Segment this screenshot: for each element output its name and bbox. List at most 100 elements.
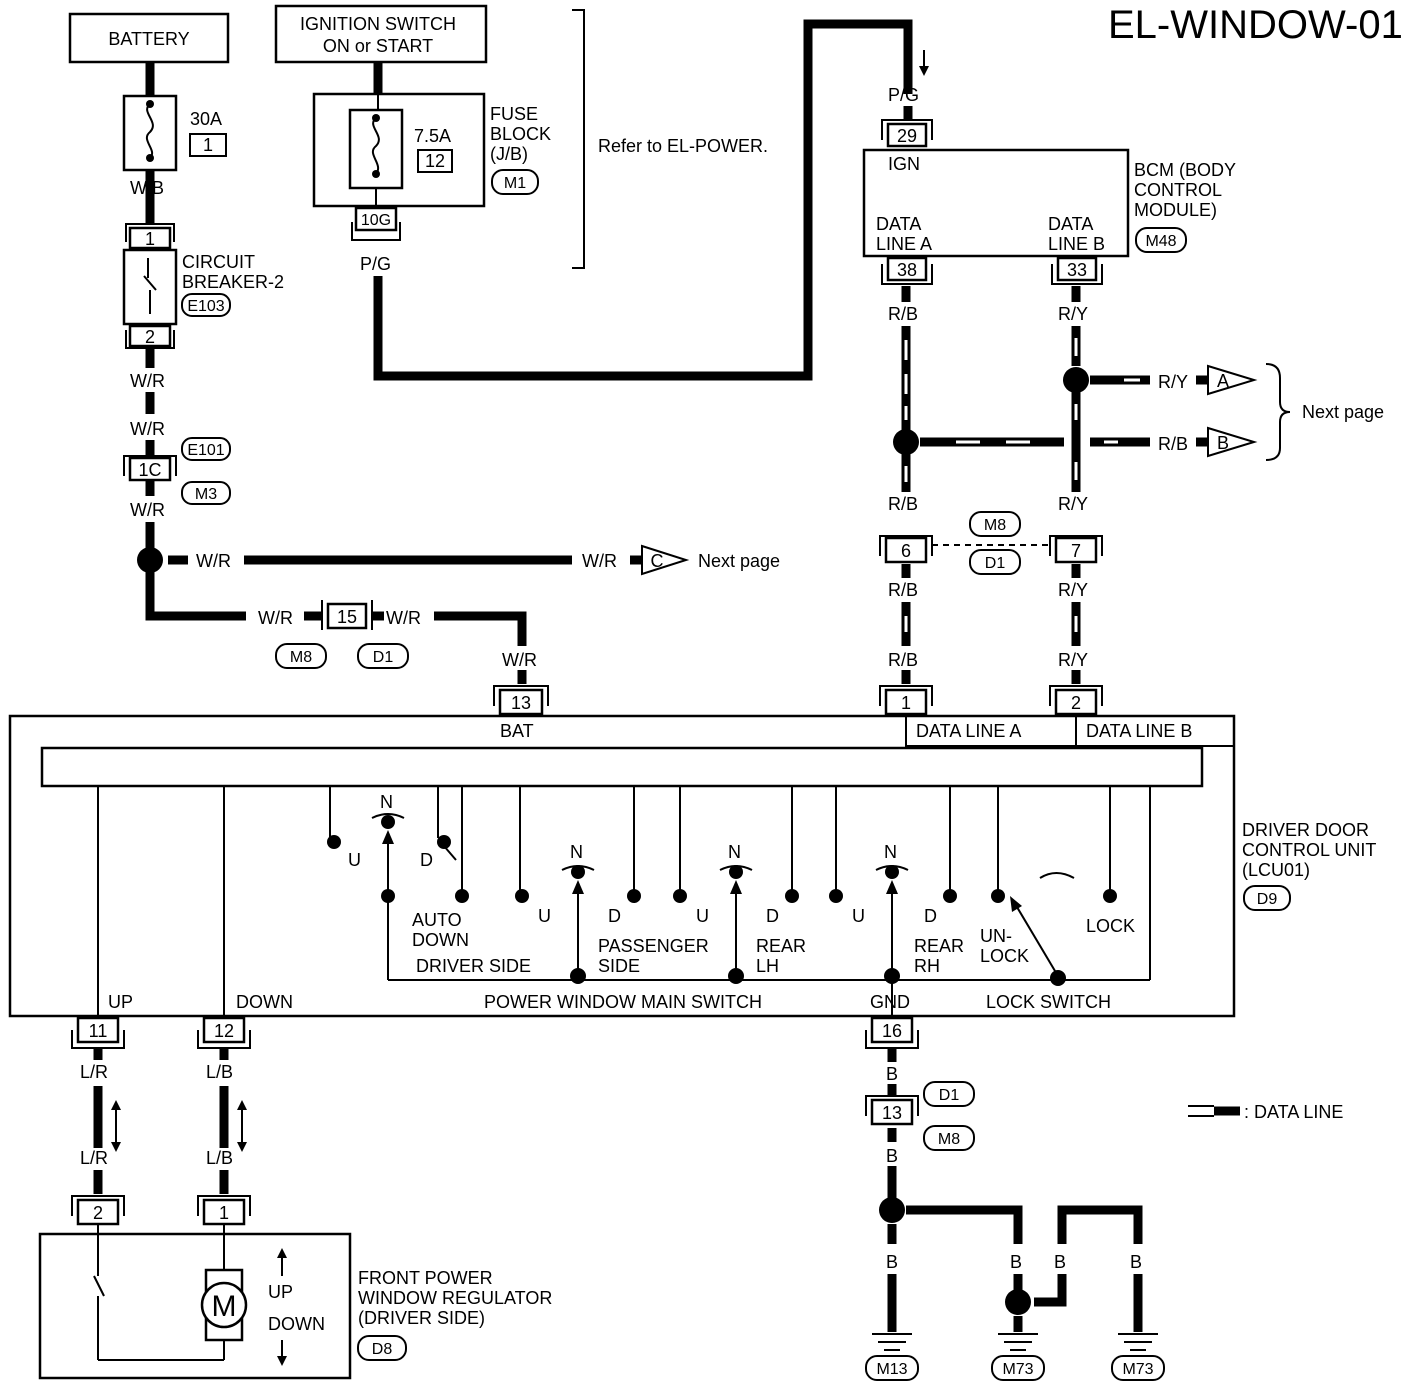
connector-e101: E101 <box>187 442 224 459</box>
svg-text:N: N <box>728 842 741 862</box>
wire-color-wr-8: W/R <box>502 650 537 670</box>
svg-text:38: 38 <box>897 260 917 280</box>
svg-text:DATA: DATA <box>1048 214 1093 234</box>
breaker-label-1: CIRCUIT <box>182 252 255 272</box>
wire-color-lr-1: L/R <box>80 1062 108 1082</box>
ddcu-data-line-a: DATA LINE A <box>916 721 1021 741</box>
svg-text:LH: LH <box>756 956 779 976</box>
wire-color-rb-1: R/B <box>888 304 918 324</box>
breaker-pin-1: 1 <box>145 229 155 249</box>
wire-color-wb: W/B <box>130 178 164 198</box>
svg-text:10G: 10G <box>361 212 391 229</box>
connector-13-bat: 13 <box>493 685 549 716</box>
driver-door-control-unit: BAT DATA LINE A DATA LINE B UP DOWN U N … <box>8 714 1376 1018</box>
svg-text:DOWN: DOWN <box>412 930 469 950</box>
svg-text:BLOCK: BLOCK <box>490 124 551 144</box>
svg-text:D: D <box>608 906 621 926</box>
svg-text:UP: UP <box>268 1282 293 1302</box>
svg-text:MODULE): MODULE) <box>1134 200 1217 220</box>
fuse-block: 7.5A 12 FUSE BLOCK (J/B) M1 <box>312 92 551 208</box>
ddcu-gnd: GND <box>870 992 910 1012</box>
svg-text:M13: M13 <box>876 1361 907 1378</box>
connector-1c-label: 1C <box>138 460 161 480</box>
wire-color-b-4: B <box>1010 1252 1022 1272</box>
fuse-75a-number: 12 <box>425 151 445 171</box>
svg-text:CONTROL: CONTROL <box>1134 180 1222 200</box>
svg-text:7: 7 <box>1071 541 1081 561</box>
svg-text:11: 11 <box>89 1021 108 1041</box>
svg-text:2: 2 <box>93 1203 103 1223</box>
svg-text:LOCK: LOCK <box>980 946 1029 966</box>
svg-text:M73: M73 <box>1002 1361 1033 1378</box>
breaker-label-2: BREAKER-2 <box>182 272 284 292</box>
svg-text:UN-: UN- <box>980 926 1012 946</box>
svg-text:U: U <box>538 906 551 926</box>
ddcu-connector: D9 <box>1257 891 1278 908</box>
circuit-breaker-2: 1 2 CIRCUIT BREAKER-2 E103 <box>122 223 284 349</box>
ddcu-down: DOWN <box>236 992 293 1012</box>
svg-text:B: B <box>1217 433 1229 453</box>
svg-text:D: D <box>766 906 779 926</box>
svg-text:12: 12 <box>214 1021 234 1041</box>
wire-color-wr-3: W/R <box>130 500 165 520</box>
svg-text:U: U <box>852 906 865 926</box>
svg-text:LOCK: LOCK <box>1086 916 1135 936</box>
wire-color-wr-6: W/R <box>258 608 293 628</box>
wire-color-b-3: B <box>886 1252 898 1272</box>
ref-b-arrow: B <box>1207 426 1258 458</box>
wire-color-rb-3: R/B <box>888 580 918 600</box>
svg-text:(J/B): (J/B) <box>490 144 528 164</box>
battery-label: BATTERY <box>108 29 189 49</box>
connector-d1-c: D1 <box>939 1087 960 1104</box>
fuse-30a: 30A 1 <box>122 94 227 172</box>
svg-text:16: 16 <box>882 1021 902 1041</box>
svg-text:PASSENGER: PASSENGER <box>598 936 709 956</box>
ignition-switch: IGNITION SWITCH ON or START <box>274 4 488 64</box>
connector-d1-a: D1 <box>373 649 394 666</box>
connector-10g: 10G <box>351 206 401 241</box>
connector-13-gnd: 13 <box>865 1095 919 1126</box>
ground-m13: M13 <box>865 1333 919 1381</box>
connector-m8-b: M8 <box>984 517 1006 534</box>
motor-symbol: M <box>212 1290 237 1323</box>
wire-color-wr-2: W/R <box>130 419 165 439</box>
ddcu-bat: BAT <box>500 721 534 741</box>
svg-text:N: N <box>570 842 583 862</box>
svg-text:6: 6 <box>901 541 911 561</box>
legend-data-line: : DATA LINE <box>1188 1102 1343 1122</box>
wire-color-wr-7: W/R <box>386 608 421 628</box>
svg-text:A: A <box>1217 371 1229 391</box>
bcm-connector: M48 <box>1145 233 1176 250</box>
connector-1c: 1C E101 M3 <box>123 437 231 505</box>
wire-color-ry-4: R/Y <box>1058 650 1088 670</box>
svg-text:15: 15 <box>337 607 357 627</box>
fuse-block-connector: M1 <box>504 175 526 192</box>
svg-text:FRONT POWER: FRONT POWER <box>358 1268 493 1288</box>
connector-12: 12 <box>197 1016 251 1049</box>
front-power-window-regulator: M UP DOWN <box>38 1224 352 1380</box>
diagram-title: EL-WINDOW-01 <box>1108 3 1403 47</box>
battery-block: BATTERY <box>68 12 230 64</box>
svg-text:(LCU01): (LCU01) <box>1242 860 1310 880</box>
wire-color-wr-5: W/R <box>582 551 617 571</box>
wire-color-lb-2: L/B <box>206 1148 233 1168</box>
connector-1-data-a: 1 <box>879 685 933 716</box>
connector-33: 33 <box>1051 256 1103 285</box>
wire-color-ry-1: R/Y <box>1058 304 1088 324</box>
ref-a-arrow: A <box>1207 364 1258 396</box>
svg-text:BCM (BODY: BCM (BODY <box>1134 160 1236 180</box>
connector-7: 7 <box>1049 535 1103 564</box>
label-lock-switch: LOCK SWITCH <box>986 992 1111 1012</box>
svg-text:LINE A: LINE A <box>876 234 932 254</box>
svg-text:DOWN: DOWN <box>268 1314 325 1334</box>
next-page-c: Next page <box>698 551 780 571</box>
wire-color-pg-1: P/G <box>360 254 391 274</box>
ground-m73-a: M73 <box>991 1333 1045 1381</box>
svg-text:1: 1 <box>901 693 911 713</box>
connector-d1-b: D1 <box>985 555 1006 572</box>
svg-text:D: D <box>420 850 433 870</box>
connector-38: 38 <box>881 256 933 285</box>
svg-text:IGNITION SWITCH: IGNITION SWITCH <box>300 14 456 34</box>
connector-6: 6 <box>879 535 933 564</box>
svg-text:33: 33 <box>1067 260 1087 280</box>
